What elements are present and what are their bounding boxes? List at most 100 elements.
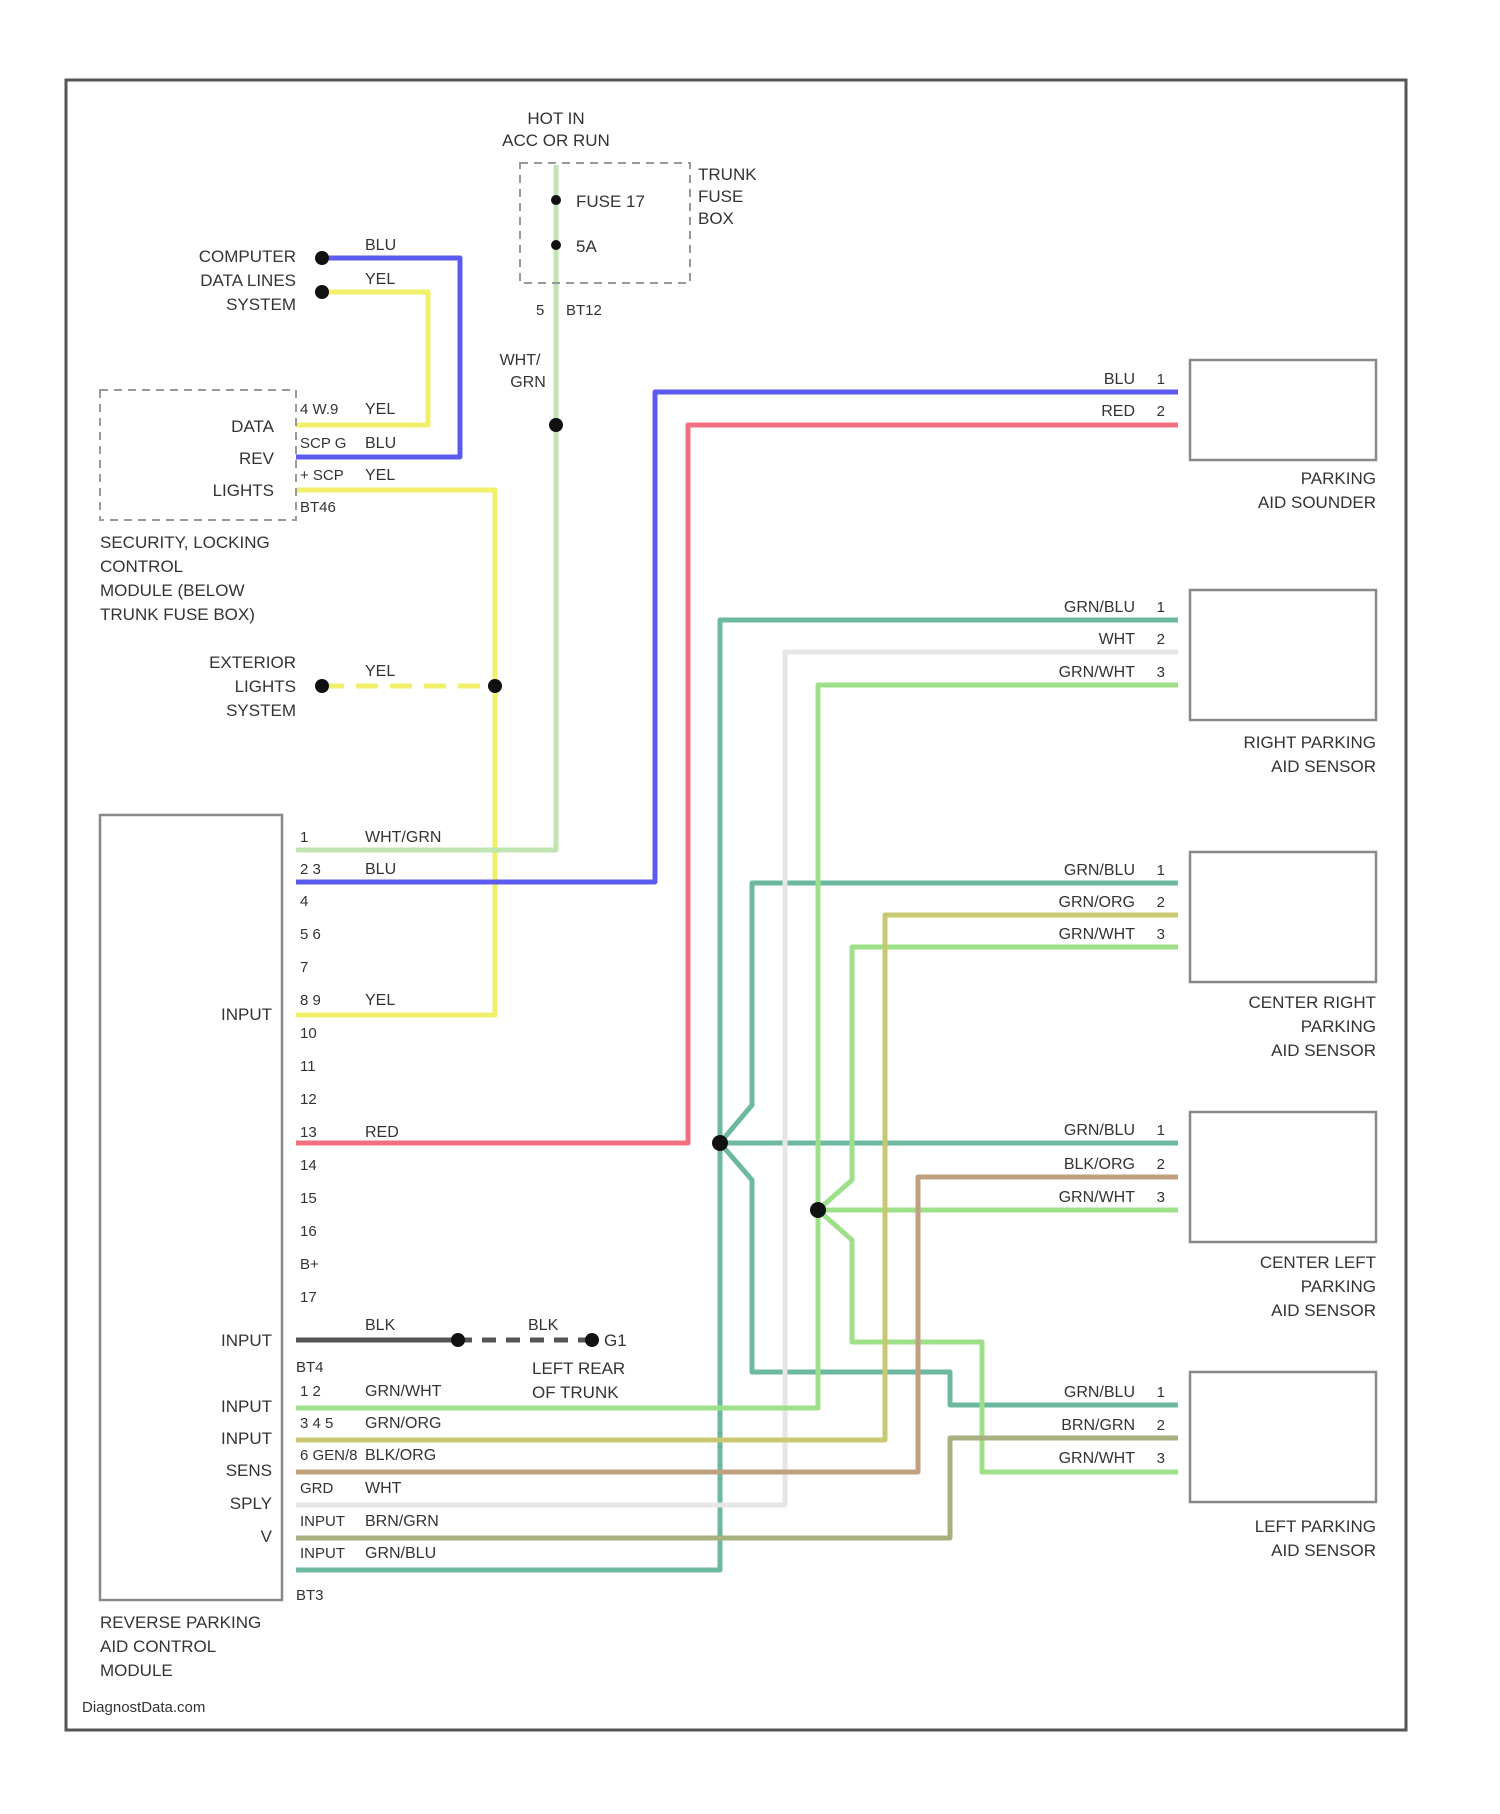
computer-label-2: DATA LINES: [200, 271, 296, 290]
security-pin-rev: REV: [239, 449, 275, 468]
node-fuse-top: [551, 195, 561, 205]
security-term-3-wire: YEL: [365, 467, 395, 484]
center-right-name-2: PARKING: [1301, 1017, 1376, 1036]
reverse-parking-module-box: [100, 815, 282, 1600]
ground-point: G1: [604, 1331, 627, 1350]
right-sensor-name-1: RIGHT PARKING: [1243, 733, 1376, 752]
node-grn-wht-splice: [810, 1202, 826, 1218]
security-term-3: + SCP: [300, 467, 344, 484]
bottom-row-wire: GRN/ORG: [365, 1415, 441, 1432]
security-pin-lights: LIGHTS: [213, 481, 274, 500]
left-parking-sensor-box: [1190, 1372, 1376, 1502]
computer-label-3: SYSTEM: [226, 295, 296, 314]
wire-lights-yel: [296, 490, 495, 1015]
right-sensor-name-2: AID SENSOR: [1271, 757, 1376, 776]
watermark: DiagnostData.com: [82, 1699, 205, 1716]
wht-grn-label-1: WHT/: [500, 352, 541, 369]
bottom-row-side: INPUT: [221, 1429, 272, 1448]
security-pin-data: DATA: [231, 417, 274, 436]
center-right-wire: GRN/ORG: [1059, 894, 1135, 911]
right-sensor-wire: GRN/WHT: [1059, 664, 1136, 681]
center-left-sensor-box: [1190, 1112, 1376, 1242]
security-name-3: MODULE (BELOW: [100, 581, 245, 600]
left-sensor-pin: 2: [1157, 1417, 1165, 1434]
center-right-name-1: CENTER RIGHT: [1249, 993, 1377, 1012]
module-name-1: REVERSE PARKING: [100, 1613, 261, 1632]
left-sensor-wire: GRN/WHT: [1059, 1450, 1136, 1467]
module-pin: 2 3: [300, 861, 321, 878]
center-right-sensor-box: [1190, 852, 1376, 982]
right-sensor-pin: 3: [1157, 664, 1165, 681]
module-pin: 12: [300, 1091, 317, 1108]
exterior-label-1: EXTERIOR: [209, 653, 296, 672]
node-yel-splice: [488, 679, 502, 693]
module-conn-bt3: BT3: [296, 1587, 324, 1604]
exterior-label-2: LIGHTS: [235, 677, 296, 696]
bottom-row-term: GRD: [300, 1480, 334, 1497]
center-right-pin: 1: [1157, 862, 1165, 879]
bottom-row-term: 6 GEN/8: [300, 1447, 358, 1464]
module-pin1-wire: WHT/GRN: [365, 829, 441, 846]
exterior-label-3: SYSTEM: [226, 701, 296, 720]
computer-wire-yel: YEL: [365, 271, 395, 288]
node-ground-2: [585, 1333, 599, 1347]
center-left-pin: 3: [1157, 1189, 1165, 1206]
center-left-wire: GRN/BLU: [1064, 1122, 1135, 1139]
bottom-row-term: INPUT: [300, 1545, 345, 1562]
module-pin: 11: [300, 1058, 316, 1075]
fuse-box-label-3: BOX: [698, 209, 734, 228]
center-left-name-2: PARKING: [1301, 1277, 1376, 1296]
module-pin: 1: [300, 829, 308, 846]
bottom-row-wire: WHT: [365, 1480, 402, 1497]
module-conn-bt4: BT4: [296, 1359, 324, 1376]
node-fuse-out: [549, 418, 563, 432]
ground-location-2: OF TRUNK: [532, 1383, 619, 1402]
left-sensor-name-1: LEFT PARKING: [1255, 1517, 1376, 1536]
module-gnd-label: INPUT: [221, 1331, 272, 1350]
module-gnd-wire: BLK: [365, 1317, 396, 1334]
sounder-wire: BLU: [1104, 371, 1135, 388]
fuse-amp: 5A: [576, 237, 597, 256]
left-sensor-wire: BRN/GRN: [1061, 1417, 1135, 1434]
node-computer-blu: [315, 251, 329, 265]
wht-grn-label-2: GRN: [510, 374, 546, 391]
wire-wht: [296, 652, 1178, 1505]
sounder-name-2: AID SOUNDER: [1258, 493, 1376, 512]
security-term-1-wire: YEL: [365, 401, 395, 418]
center-left-wire: BLK/ORG: [1064, 1156, 1135, 1173]
module-pin: 16: [300, 1223, 317, 1240]
node-ground-1: [451, 1333, 465, 1347]
hot-label-2: ACC OR RUN: [502, 131, 610, 150]
left-sensor-name-2: AID SENSOR: [1271, 1541, 1376, 1560]
center-right-name-3: AID SENSOR: [1271, 1041, 1376, 1060]
node-computer-yel: [315, 285, 329, 299]
bottom-row-wire: GRN/BLU: [365, 1545, 436, 1562]
center-left-name-3: AID SENSOR: [1271, 1301, 1376, 1320]
module-pin: 4: [300, 893, 308, 910]
bottom-row-side: V: [261, 1527, 273, 1546]
security-name-4: TRUNK FUSE BOX): [100, 605, 255, 624]
module-gnd-wire-2: BLK: [528, 1317, 559, 1334]
module-pin13-wire: RED: [365, 1124, 399, 1141]
trunk-fuse-box-outline: [520, 163, 690, 283]
center-right-wire: GRN/WHT: [1059, 926, 1136, 943]
sounder-pin: 1: [1157, 371, 1165, 388]
fuse-box-label-2: FUSE: [698, 187, 743, 206]
bottom-row-wire: BRN/GRN: [365, 1513, 439, 1530]
center-right-pin: 3: [1157, 926, 1165, 943]
module-pin: 17: [300, 1289, 317, 1306]
center-right-pin: 2: [1157, 894, 1165, 911]
sounder-name-1: PARKING: [1301, 469, 1376, 488]
module-pin: 8 9: [300, 992, 321, 1009]
module-input-label: INPUT: [221, 1005, 272, 1024]
center-left-name-1: CENTER LEFT: [1260, 1253, 1376, 1272]
module-pin23-wire: BLU: [365, 861, 396, 878]
bottom-row-term: 1 2: [300, 1383, 321, 1400]
module-pin: 14: [300, 1157, 317, 1174]
security-name-1: SECURITY, LOCKING: [100, 533, 270, 552]
bottom-row-term: INPUT: [300, 1513, 345, 1530]
node-grn-blu-splice: [712, 1135, 728, 1151]
module-pin: 15: [300, 1190, 317, 1207]
module-pin: 10: [300, 1025, 317, 1042]
